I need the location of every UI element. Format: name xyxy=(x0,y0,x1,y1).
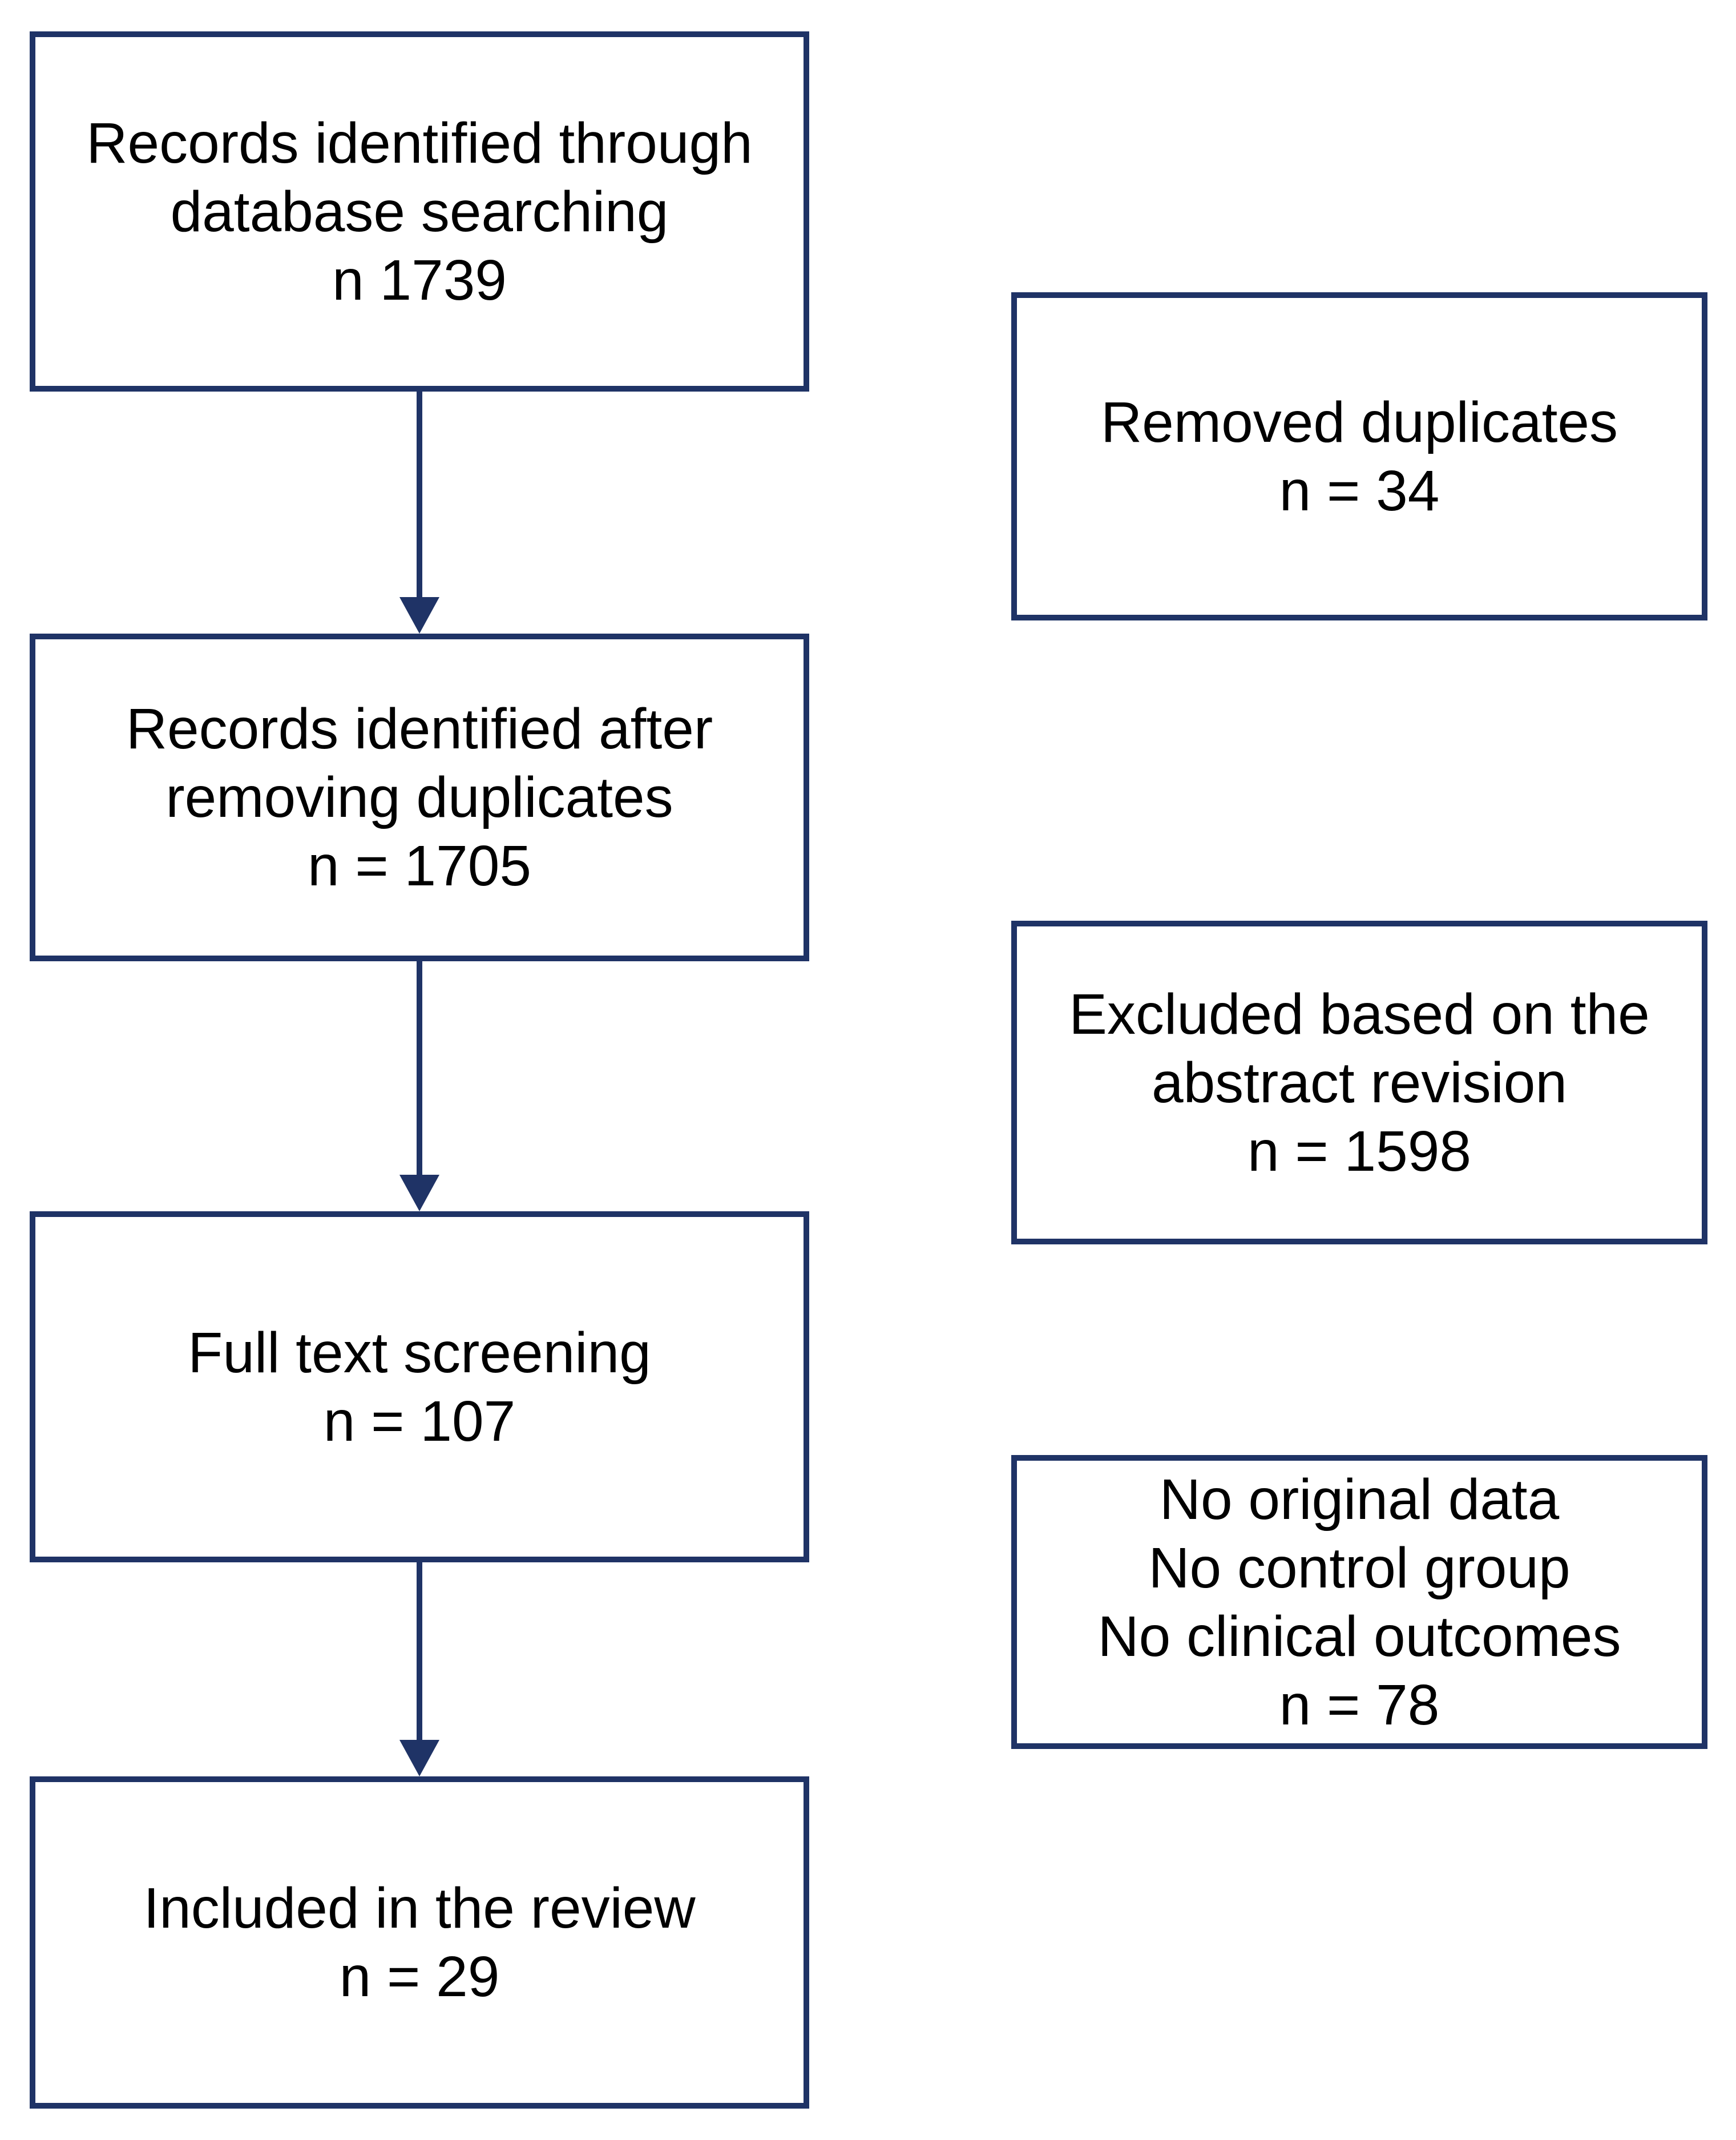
box-text-line: Records identified after xyxy=(126,697,713,761)
flow-box-records-after-removing-duplicates: Records identified after removing duplic… xyxy=(30,634,809,961)
box-text-line: Records identified through xyxy=(86,111,753,175)
box-count-label: n 1739 xyxy=(332,248,507,312)
arrow-shaft xyxy=(417,392,422,598)
box-text-line: Full text screening xyxy=(188,1320,651,1385)
box-count-label: n = 29 xyxy=(339,1945,500,2009)
box-text-line: No original data xyxy=(1159,1467,1560,1532)
box-text-line: Removed duplicates xyxy=(1100,390,1618,454)
box-count-label: n = 78 xyxy=(1279,1672,1440,1737)
box-text-line: Included in the review xyxy=(143,1876,696,1940)
box-text-line: abstract revision xyxy=(1151,1050,1568,1115)
flow-box-full-text-screening: Full text screening n = 107 xyxy=(30,1211,809,1562)
flow-box-records-identified-database-searching: Records identified through database sear… xyxy=(30,31,809,392)
flow-arrow-fulltext-to-included xyxy=(399,1562,439,1776)
box-count-label: n = 107 xyxy=(323,1389,516,1453)
flow-box-fulltext-exclusion-reasons: No original data No control group No cli… xyxy=(1011,1455,1707,1749)
flow-box-removed-duplicates: Removed duplicates n = 34 xyxy=(1011,292,1707,620)
flow-arrow-identified-to-deduplicated xyxy=(399,392,439,634)
box-text-line: database searching xyxy=(170,179,669,244)
arrow-down-icon xyxy=(399,597,439,634)
box-text-line: No control group xyxy=(1148,1536,1571,1600)
arrow-shaft xyxy=(417,961,422,1176)
box-text-line: removing duplicates xyxy=(165,765,673,829)
box-count-label: n = 34 xyxy=(1279,458,1440,523)
box-count-label: n = 1598 xyxy=(1247,1119,1472,1183)
flow-box-included-in-review: Included in the review n = 29 xyxy=(30,1776,809,2109)
arrow-shaft xyxy=(417,1562,422,1741)
box-text-line: No clinical outcomes xyxy=(1097,1604,1621,1669)
arrow-down-icon xyxy=(399,1740,439,1776)
box-text-line: Excluded based on the xyxy=(1069,982,1650,1046)
arrow-down-icon xyxy=(399,1175,439,1211)
box-count-label: n = 1705 xyxy=(307,834,532,898)
flow-arrow-deduplicated-to-fulltext xyxy=(399,961,439,1211)
flow-box-excluded-abstract-revision: Excluded based on the abstract revision … xyxy=(1011,921,1707,1244)
